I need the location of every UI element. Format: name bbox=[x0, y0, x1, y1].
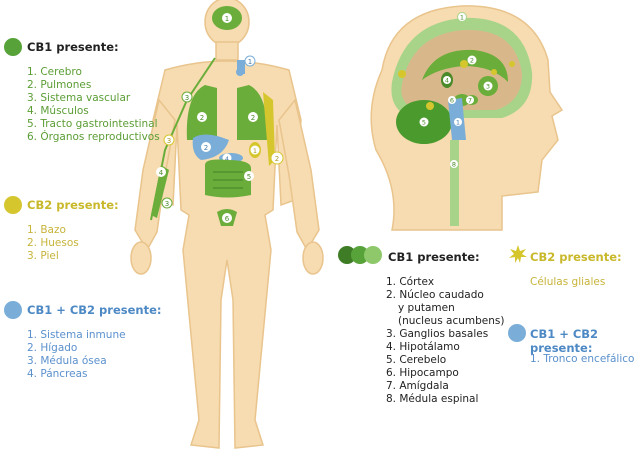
brain-cb1-color-dots bbox=[338, 246, 382, 264]
svg-text:3: 3 bbox=[165, 200, 169, 208]
body-both-title: CB1 + CB2 presente: bbox=[27, 303, 162, 317]
brain-spinal bbox=[450, 140, 459, 226]
svg-text:7: 7 bbox=[468, 97, 472, 105]
body-cb2-list: 1. Bazo 2. Huesos 3. Piel bbox=[27, 224, 79, 262]
glial-star-icon bbox=[509, 245, 527, 263]
glial-cell-stars bbox=[398, 60, 515, 110]
both-legend-dot bbox=[4, 301, 22, 319]
human-body-figure: 1 2 2 3 4 3 2 4 1 2 3 1 5 6 bbox=[130, 0, 324, 449]
body-right-arm bbox=[278, 98, 320, 252]
marker-brain bbox=[222, 13, 232, 23]
body-left-hand bbox=[130, 241, 152, 275]
svg-text:2: 2 bbox=[251, 114, 255, 122]
body-cb1-title: CB1 presente: bbox=[27, 40, 119, 54]
body-right-hand bbox=[302, 241, 324, 275]
svg-text:5: 5 bbox=[247, 173, 251, 181]
svg-text:8: 8 bbox=[452, 161, 456, 169]
marker-skin bbox=[163, 134, 175, 146]
body-cb2-title: CB2 presente: bbox=[27, 198, 119, 212]
svg-text:5: 5 bbox=[422, 119, 426, 127]
svg-text:1: 1 bbox=[248, 58, 252, 66]
body-immune bbox=[237, 60, 245, 74]
body-cb1-list: 1. Cerebro 2. Pulmones 3. Sistema vascul… bbox=[27, 66, 160, 143]
svg-text:2: 2 bbox=[275, 155, 279, 163]
brain-cb2-title: CB2 presente: bbox=[530, 250, 622, 264]
brain-both-dot bbox=[508, 324, 526, 342]
body-both-list: 1. Sistema inmune 2. Hígado 3. Médula ós… bbox=[27, 329, 126, 380]
svg-text:1: 1 bbox=[253, 147, 257, 155]
body-bone bbox=[263, 92, 275, 166]
svg-text:3: 3 bbox=[486, 83, 490, 91]
svg-text:6: 6 bbox=[225, 215, 230, 223]
svg-text:4: 4 bbox=[445, 77, 449, 85]
svg-text:6: 6 bbox=[450, 97, 454, 105]
body-arm-muscle bbox=[151, 165, 169, 218]
cb1-legend-dot bbox=[4, 38, 22, 56]
svg-text:2: 2 bbox=[470, 57, 474, 65]
brain-both-title: CB1 + CB2 presente: bbox=[530, 327, 599, 355]
brain-head-figure: 1 2 3 4 5 6 7 8 1 bbox=[370, 5, 564, 231]
svg-text:1: 1 bbox=[456, 119, 460, 127]
svg-text:4: 4 bbox=[159, 169, 164, 177]
svg-text:1: 1 bbox=[460, 14, 464, 22]
svg-text:2: 2 bbox=[200, 114, 204, 122]
svg-text:3: 3 bbox=[167, 137, 171, 145]
brain-cb2-list: Células gliales bbox=[530, 276, 606, 288]
cb2-legend-dot bbox=[4, 196, 22, 214]
brain-cb1-title: CB1 presente: bbox=[388, 250, 480, 264]
body-marrow bbox=[236, 68, 244, 76]
svg-text:1: 1 bbox=[225, 15, 229, 23]
body-torso-legs bbox=[152, 60, 302, 449]
svg-text:2: 2 bbox=[204, 144, 208, 152]
svg-text:3: 3 bbox=[185, 94, 189, 102]
svg-text:4: 4 bbox=[225, 155, 229, 163]
body-gi-tract bbox=[205, 159, 251, 198]
brain-both-list: 1. Tronco encefálico bbox=[530, 353, 635, 365]
body-neck bbox=[215, 41, 239, 61]
brain-cb1-list: 1. Córtex 2. Núcleo caudado y putamen (n… bbox=[386, 276, 505, 405]
